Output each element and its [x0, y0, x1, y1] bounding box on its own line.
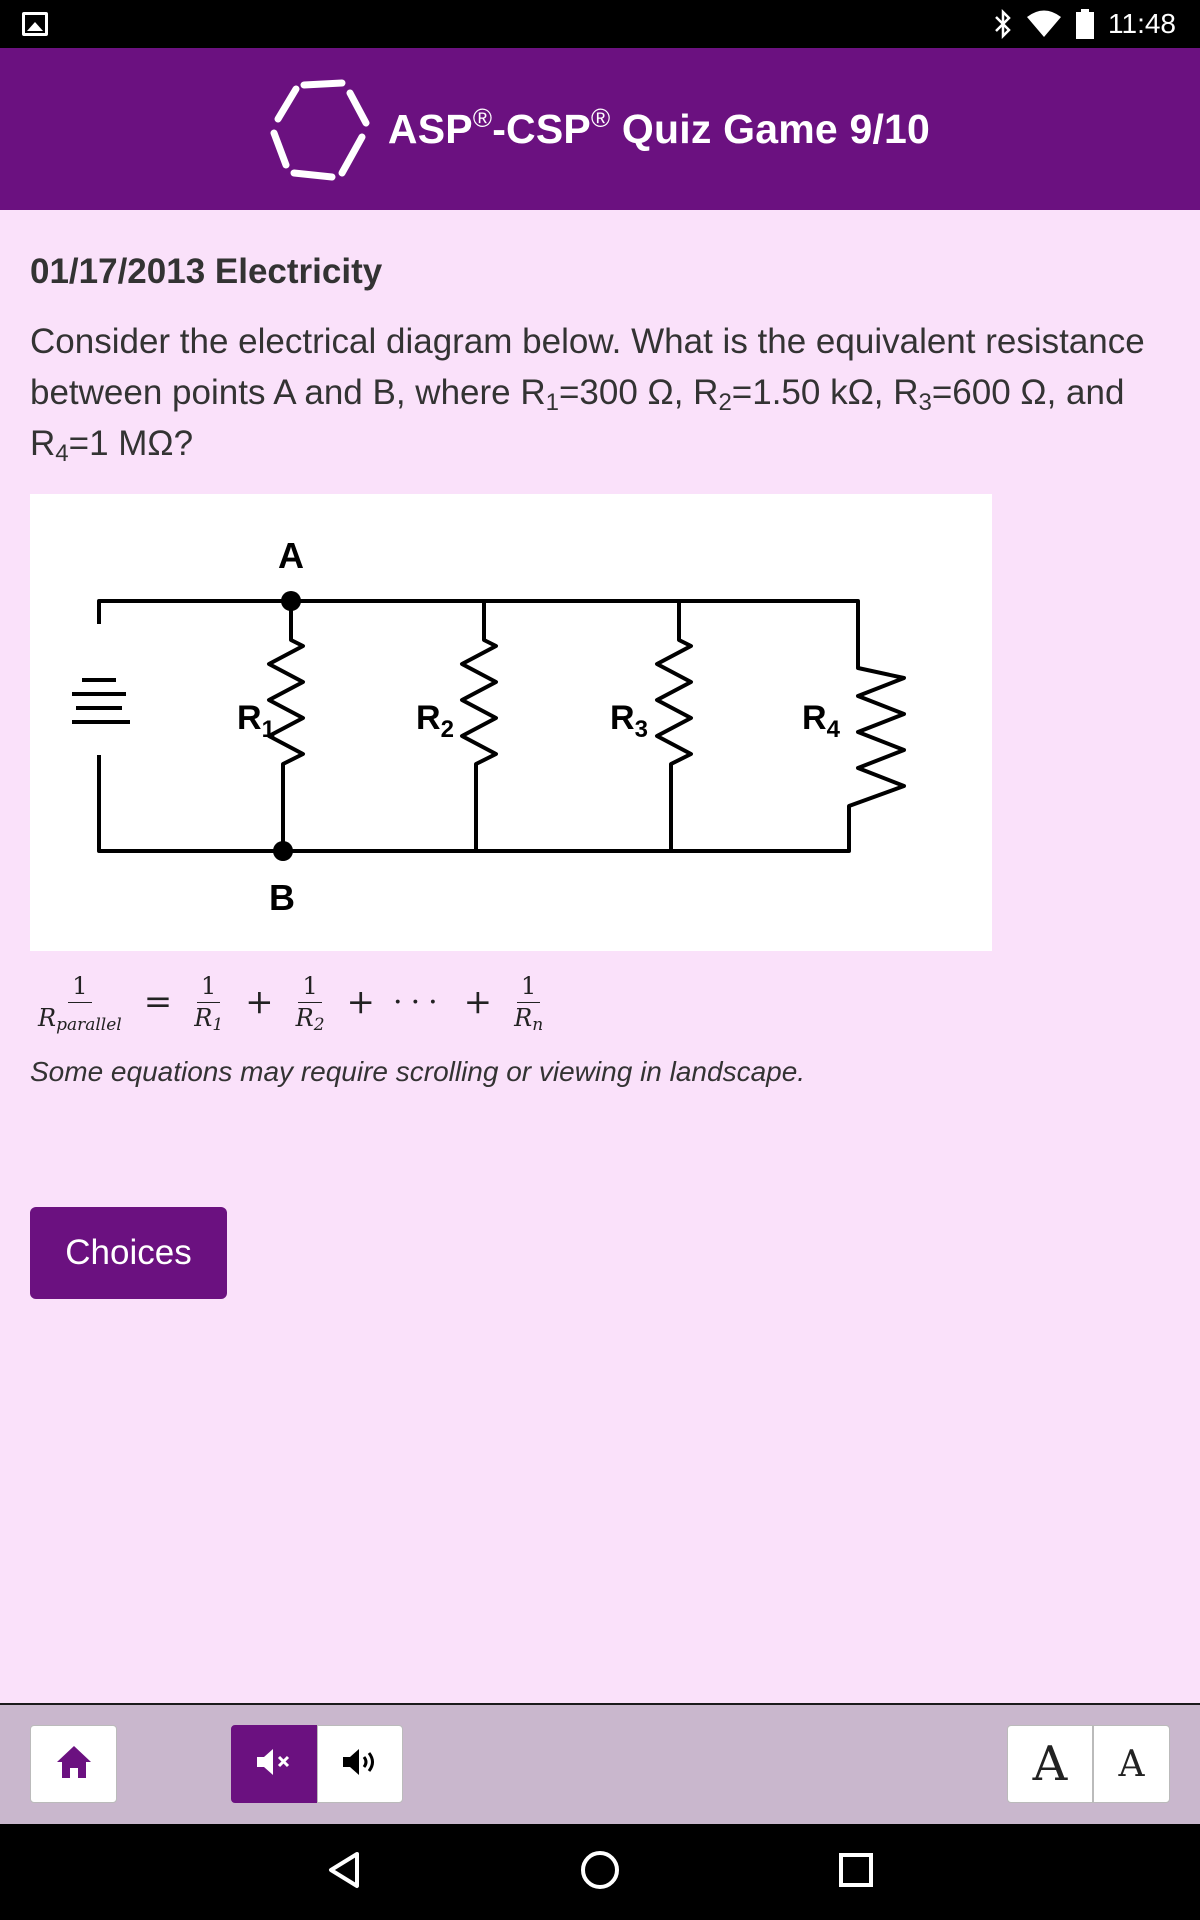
- circuit-diagram: A B R1 R2 R3 R4: [30, 494, 992, 951]
- back-triangle-icon: [325, 1850, 365, 1895]
- equation-plus: +: [463, 982, 493, 1022]
- home-nav-button[interactable]: [570, 1842, 630, 1902]
- sound-button[interactable]: [317, 1725, 403, 1803]
- status-bar: 11:48: [0, 0, 1200, 48]
- parallel-resistance-equation: 1 Rparallel = 1 R1 + 1 R2 + ··· + 1 Rn: [30, 966, 551, 1038]
- question-text: Consider the electrical diagram below. W…: [30, 322, 1145, 467]
- bottom-toolbar: A A: [0, 1703, 1200, 1824]
- point-b-label: B: [269, 877, 295, 918]
- mute-icon: [255, 1747, 293, 1782]
- mute-button[interactable]: [231, 1725, 317, 1803]
- equation-term-n: 1 Rn: [514, 971, 544, 1035]
- equation-ellipsis: ···: [393, 984, 446, 1020]
- font-increase-button[interactable]: A: [1007, 1725, 1093, 1803]
- bluetooth-icon: [994, 9, 1012, 39]
- question-content: 01/17/2013 Electricity Consider the elec…: [30, 252, 1170, 469]
- resistor-label-r2: R2: [416, 699, 454, 743]
- battery-icon: [1076, 9, 1094, 39]
- equation-plus: +: [346, 982, 376, 1022]
- scroll-note: Some equations may require scrolling or …: [30, 1056, 806, 1087]
- choices-button[interactable]: Choices: [30, 1207, 227, 1299]
- app-header: ASP®-CSP® Quiz Game 9/10: [0, 48, 1200, 210]
- nav-bar: [0, 1824, 1200, 1920]
- resistor-label-r4: R4: [802, 699, 841, 743]
- hexagon-logo-icon: [270, 77, 370, 181]
- node-b: [273, 841, 293, 861]
- equation-equals: =: [143, 982, 173, 1022]
- resistor-label-r3: R3: [610, 699, 648, 743]
- question-heading: 01/17/2013 Electricity: [30, 252, 383, 291]
- point-a-label: A: [278, 535, 304, 576]
- node-a: [281, 591, 301, 611]
- equation-plus: +: [245, 982, 274, 1022]
- home-button[interactable]: [30, 1725, 117, 1803]
- back-button[interactable]: [315, 1842, 375, 1902]
- recents-square-icon: [837, 1851, 875, 1894]
- gallery-icon: [22, 12, 48, 36]
- home-icon: [55, 1744, 93, 1785]
- equation-term-2: 1 R2: [295, 971, 325, 1035]
- font-small-glyph: A: [1118, 1743, 1145, 1785]
- sound-icon: [341, 1747, 379, 1782]
- app-title: ASP®-CSP® Quiz Game 9/10: [387, 102, 931, 152]
- home-circle-icon: [579, 1849, 621, 1896]
- equation-term-1: 1 R1: [194, 971, 224, 1035]
- status-time: 11:48: [1108, 8, 1176, 39]
- font-large-glyph: A: [1032, 1736, 1068, 1792]
- font-decrease-button[interactable]: A: [1093, 1725, 1170, 1803]
- equation-lhs: 1 Rparallel: [38, 971, 122, 1035]
- wifi-icon: [1026, 10, 1062, 38]
- resistor-label-r1: R1: [237, 699, 275, 743]
- recents-button[interactable]: [826, 1842, 886, 1902]
